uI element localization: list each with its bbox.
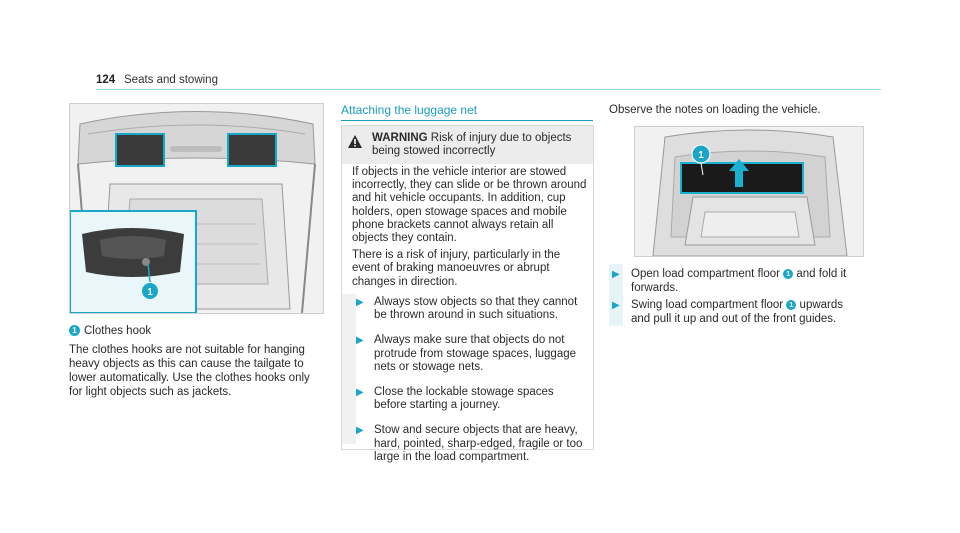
warning-box: WARNING Risk of injury due to objects be… (341, 125, 594, 463)
caption-line: for light objects such as jackets. (69, 386, 232, 398)
warning-text: If objects in the vehicle interior are s… (352, 166, 590, 289)
caption-line: The clothes hooks are not suitable for h… (69, 344, 305, 356)
tailgate-drawing: 1 (70, 104, 323, 313)
clothes-hook-caption: 1 Clothes hook The clothes hooks are not … (69, 324, 329, 399)
load-floor-drawing: 1 (635, 127, 863, 256)
warning-line: and hit vehicle occupants. In addition, … (352, 192, 566, 205)
arrow-right-icon: ▶ (356, 335, 364, 347)
page-number: 124 (96, 74, 116, 86)
steps-gutter (609, 264, 623, 326)
warning-label: WARNING (372, 132, 428, 144)
bullet-gutter (342, 294, 356, 444)
caption-label: Clothes hook (84, 325, 152, 337)
svg-text:1: 1 (698, 150, 704, 161)
warning-title: WARNING Risk of injury due to objects be… (372, 132, 587, 158)
warning-line: incorrectly, they can slide or be thrown… (352, 179, 587, 192)
callout-badge: 1 (69, 325, 80, 336)
caption-legend: 1 Clothes hook (69, 324, 329, 338)
warning-line: event of braking manoeuvres or abrupt (352, 262, 550, 275)
warning-icon (348, 135, 362, 151)
step-text: forwards. (631, 282, 679, 294)
step-text: and fold it (796, 268, 847, 280)
callout-badge: 1 (783, 269, 794, 279)
warning-bullet: ▶ Always make sure that objects do not p… (356, 334, 577, 373)
arrow-right-icon: ▶ (356, 297, 364, 308)
warning-title-line: Risk of injury due to objects (430, 132, 572, 144)
load-floor-illustration: 1 (634, 126, 864, 257)
warning-bullet: ▶ Close the lockable stowage spaces befo… (356, 386, 554, 412)
step-1: ▶ Open load compartment floor 1 and fold… (609, 267, 869, 295)
section-heading: Attaching the luggage net (341, 103, 593, 121)
warning-line: holders, open stowage spaces and mobile (352, 205, 567, 218)
warning-bullets: ▶ Always stow objects so that they canno… (352, 296, 590, 464)
warning-line: objects they contain. (352, 232, 457, 245)
warning-bullet: ▶ Always stow objects so that they canno… (356, 296, 578, 322)
caption-line: lower automatically. Use the clothes hoo… (69, 372, 310, 384)
step-text: upwards (799, 299, 844, 311)
warning-line: phone brackets cannot always retain all (352, 218, 554, 231)
warning-header (342, 126, 593, 164)
caption-line: heavy objects as this can cause the tail… (69, 358, 304, 370)
loading-intro: Observe the notes on loading the vehicle… (609, 104, 821, 116)
section-title: Seats and stowing (124, 74, 218, 86)
step-2: ▶ Swing load compartment floor 1 upwards… (609, 298, 869, 326)
header-rule (96, 89, 881, 90)
warning-title-line: being stowed incorrectly (372, 145, 496, 158)
warning-line: changes in direction. (352, 275, 458, 288)
callout-badge: 1 (786, 300, 797, 310)
warning-line: If objects in the vehicle interior are s… (352, 166, 567, 178)
arrow-right-icon: ▶ (612, 300, 620, 311)
warning-bullet: ▶ Stow and secure objects that are heavy… (356, 424, 583, 463)
arrow-right-icon: ▶ (356, 425, 364, 437)
warning-line: There is a risk of injury, particularly … (352, 249, 561, 262)
step-text: Open load compartment floor (631, 268, 780, 280)
arrow-right-icon: ▶ (356, 387, 364, 399)
tailgate-clothes-hook-illustration: 1 (69, 103, 324, 314)
step-text: Swing load compartment floor (631, 299, 784, 311)
svg-text:1: 1 (147, 287, 153, 298)
step-text: and pull it up and out of the front guid… (631, 313, 837, 325)
arrow-right-icon: ▶ (612, 269, 620, 280)
caption-body: The clothes hooks are not suitable for h… (69, 343, 329, 399)
